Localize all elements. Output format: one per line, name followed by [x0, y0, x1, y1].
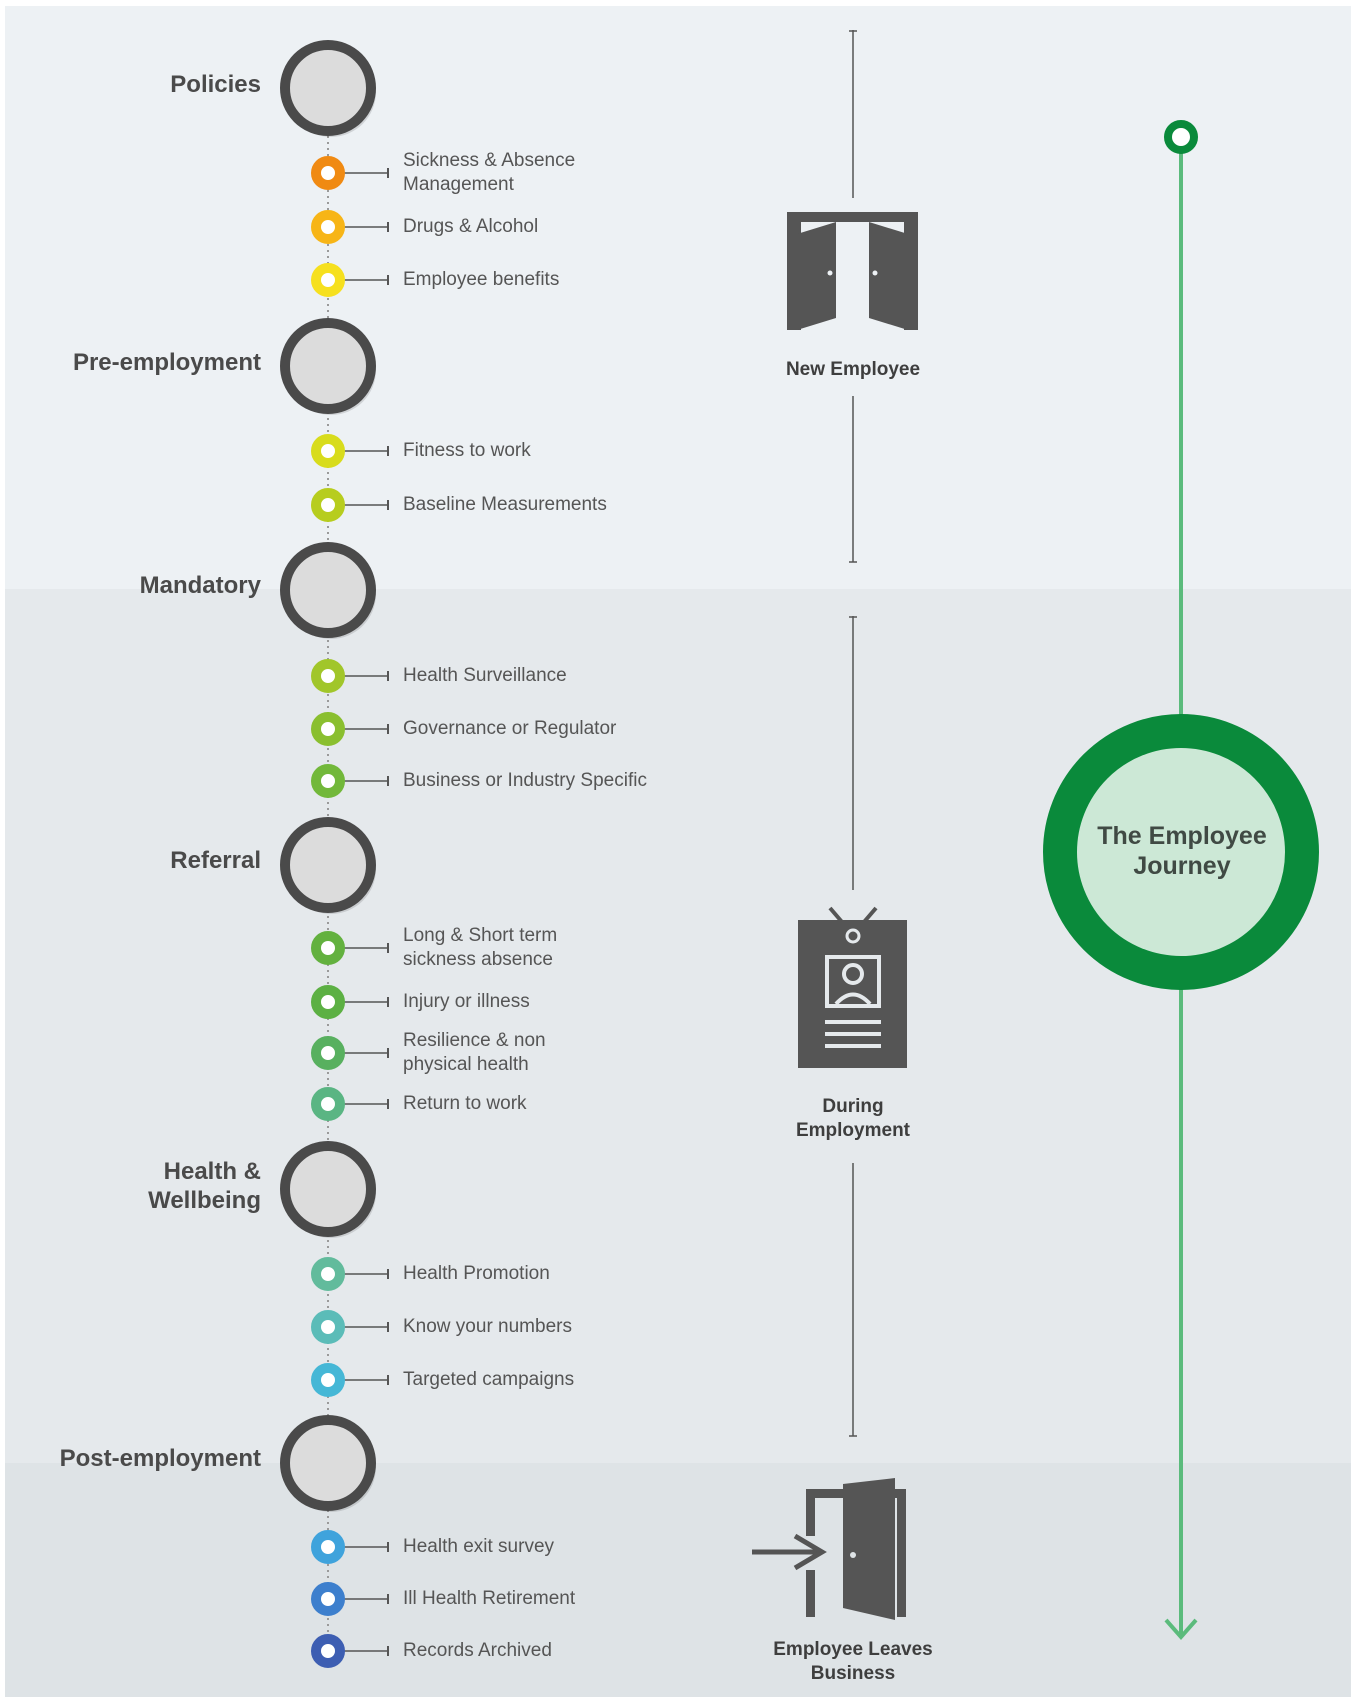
item-dot — [311, 156, 345, 190]
item-dot — [311, 985, 345, 1019]
leaving-band — [5, 1463, 1351, 1697]
journey-hub — [1043, 714, 1319, 990]
item-label: Fitness to work — [403, 440, 531, 461]
stage-title: Referral — [170, 847, 261, 874]
phase-label-employee-leaves-text: Employee Leaves Business — [773, 1639, 933, 1684]
item-label: Governance or Regulator — [403, 718, 617, 739]
stage-markers — [280, 40, 376, 1512]
item-label: Business or Industry Specific — [403, 770, 647, 791]
item-label: Resilience & non physical health — [403, 1030, 546, 1075]
item-label: Health Promotion — [403, 1263, 550, 1284]
stage-title: Pre-employment — [72, 349, 261, 376]
phase-label-employee-leaves: Employee Leaves Business — [738, 1638, 968, 1686]
item-dot — [311, 1087, 345, 1121]
item-dot — [311, 1582, 345, 1616]
item-label: Targeted campaigns — [403, 1369, 575, 1390]
stage-circle — [280, 1141, 376, 1237]
stage-circle — [280, 542, 376, 638]
item-label: Injury or illness — [403, 991, 530, 1012]
item-dot — [311, 1363, 345, 1397]
item-dot — [311, 1310, 345, 1344]
item-dot — [311, 210, 345, 244]
item-markers — [311, 156, 345, 1668]
stage-title: Mandatory — [139, 572, 261, 599]
new-employee-band — [5, 6, 1351, 589]
item-dot — [311, 1036, 345, 1070]
item-label: Baseline Measurements — [403, 494, 607, 515]
stage-circle — [280, 1415, 376, 1511]
item-label: Health exit survey — [403, 1536, 555, 1557]
item-dot — [311, 1634, 345, 1668]
stage-title: Policies — [170, 71, 261, 98]
item-dot — [311, 931, 345, 965]
item-label: Ill Health Retirement — [403, 1588, 576, 1609]
journey-arrow — [1043, 120, 1319, 1641]
item-dot — [311, 659, 345, 693]
item-connectors — [344, 168, 389, 1656]
item-dot — [311, 764, 345, 798]
item-label: Sickness & Absence Management — [403, 150, 576, 195]
item-dot — [311, 712, 345, 746]
item-label: Long & Short term sickness absence — [403, 925, 558, 970]
stage-title: Health & Wellbeing — [148, 1158, 261, 1214]
journey-start-dot — [1164, 120, 1198, 154]
item-label: Know your numbers — [403, 1316, 572, 1337]
stage-circle — [280, 40, 376, 136]
phase-label-new-employee: New Employee — [785, 359, 921, 380]
item-label: Employee benefits — [403, 269, 560, 290]
item-label: Drugs & Alcohol — [403, 216, 539, 237]
phase-brackets — [849, 30, 857, 1437]
journey-arrowhead — [1164, 1618, 1198, 1641]
item-label: Health Surveillance — [403, 665, 567, 686]
stage-circle — [280, 318, 376, 414]
hub-title: The Employee Journey — [1097, 822, 1267, 880]
item-dot — [311, 434, 345, 468]
exit-door-icon — [752, 1478, 906, 1620]
id-badge-icon — [798, 906, 907, 1068]
item-label: Return to work — [403, 1093, 527, 1114]
double-door-icon — [787, 212, 918, 330]
item-label: Records Archived — [403, 1640, 552, 1661]
item-dot — [311, 1257, 345, 1291]
stage-circle — [280, 817, 376, 913]
item-dot — [311, 1530, 345, 1564]
stage-title: Post-employment — [59, 1445, 261, 1472]
item-dot — [311, 263, 345, 297]
phase-label-during-employment: During Employment — [738, 1095, 968, 1143]
item-dot — [311, 488, 345, 522]
phase-label-during-employment-text: During Employment — [795, 1096, 911, 1141]
